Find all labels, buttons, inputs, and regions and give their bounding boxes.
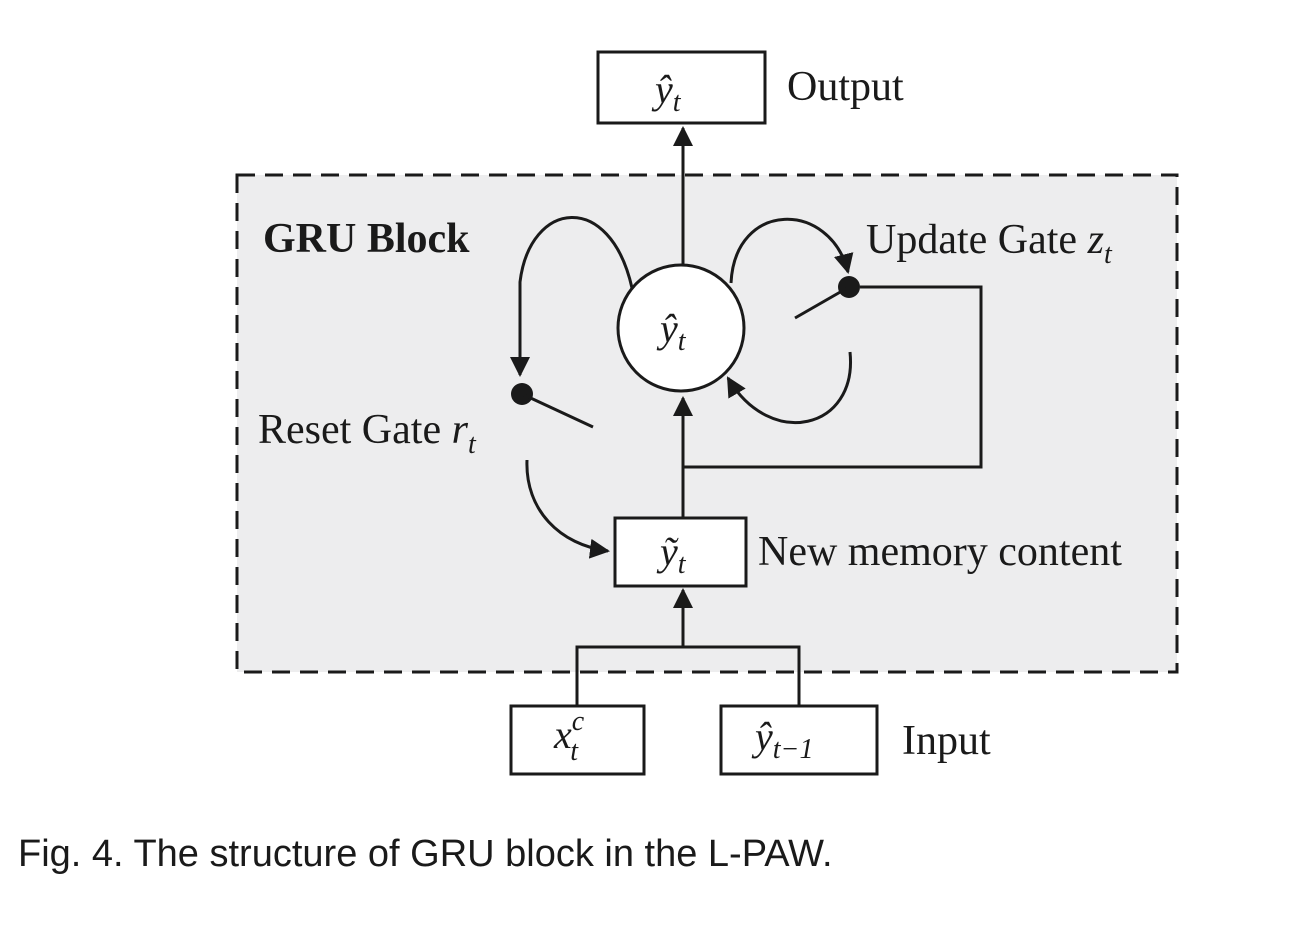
hidden-state-symbol: ŷt [656,306,687,357]
hidden-state-circle [616,263,746,393]
reset-gate-switch [521,392,594,429]
gru-block-frame [235,173,1179,674]
output-box [596,50,767,125]
input-box-x [509,704,646,776]
reset-gate-label: Reset Gate rt [258,407,477,460]
update-loop-arrow [729,217,854,284]
output-symbol: ŷt [651,67,682,118]
new-memory-box [613,516,748,588]
update-feedback-line [683,285,983,469]
figure-caption: Fig. 4. The structure of GRU block in th… [18,833,833,875]
new-memory-symbol: ỹt [656,529,687,580]
new-memory-label: New memory content [758,529,1122,575]
reset-loop-arrow [510,216,634,377]
input-merge-line [575,645,801,706]
update-gate-switch [794,285,850,320]
update-gate-label: Update Gate zt [866,217,1113,270]
input-label: Input [902,718,991,764]
input-box-y-prev [719,704,879,776]
update-feedback-arrow [726,351,852,425]
gru-diagram: GRU Block ŷt Output ŷt Reset Gate rt Upd… [235,50,1179,776]
gru-block-title: GRU Block [263,216,470,262]
output-label: Output [787,64,904,110]
input-symbol-y-prev: ŷt−1 [751,714,813,765]
reset-to-memory-arrow [525,459,610,559]
